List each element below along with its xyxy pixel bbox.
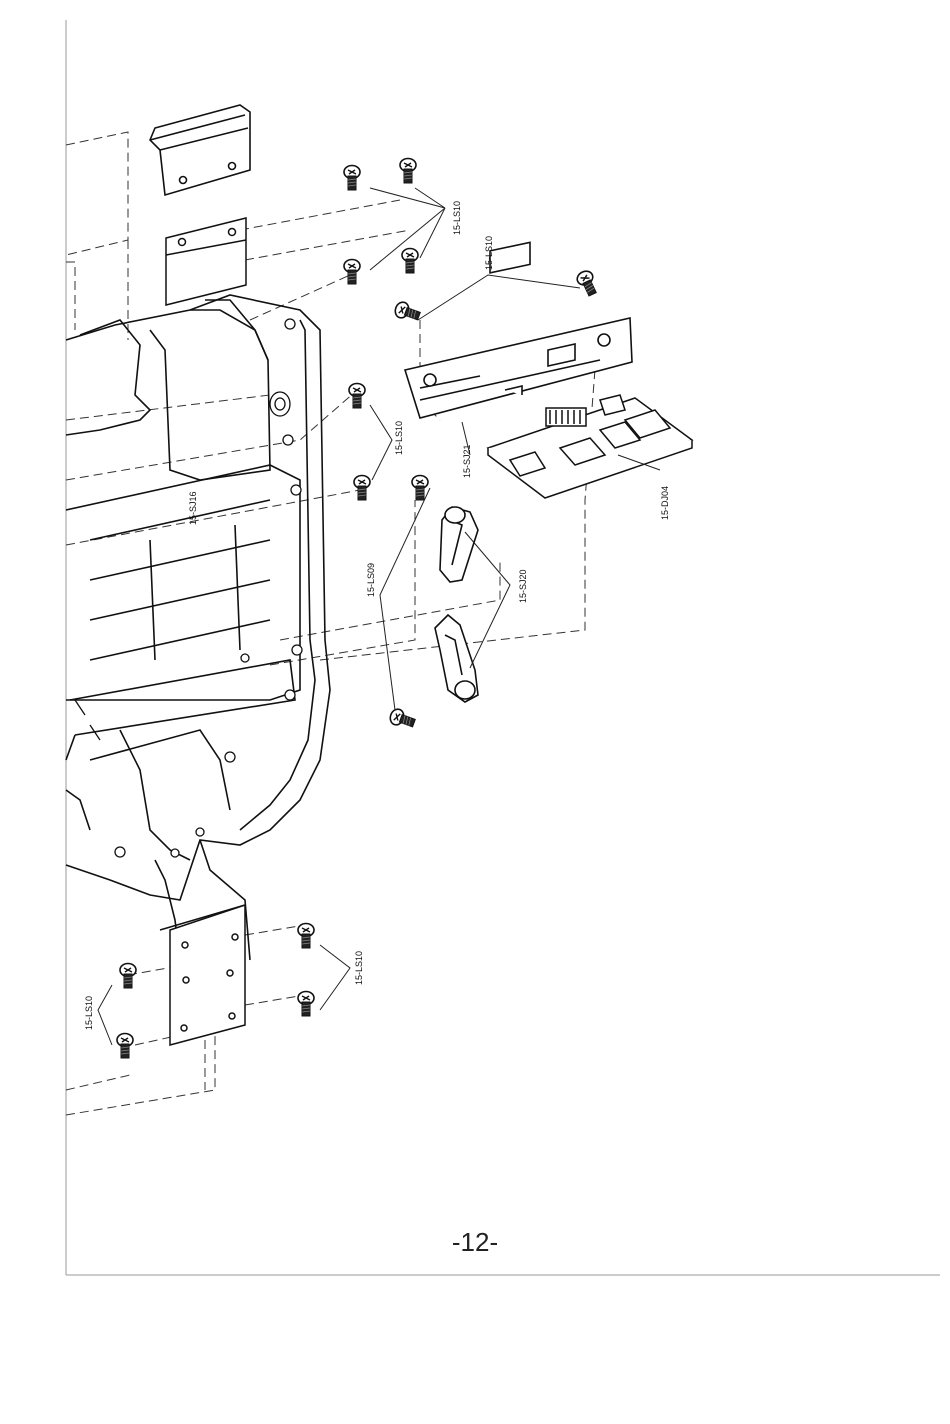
part-label-ls10-bottom-left: 15-LS10 [84, 996, 94, 1030]
top-bracket [150, 105, 250, 195]
part-label-ls10-bottom-right: 15-LS10 [354, 951, 364, 985]
bottom-bracket [170, 905, 245, 1045]
part-label-sj20: 15-SJ20 [518, 569, 528, 603]
part-label-ls09: 15-LS09 [366, 563, 376, 597]
part-label-ls10-bracket: 15-LS10 [484, 236, 494, 270]
page-number: -12- [0, 1227, 950, 1258]
callout-leaders [98, 188, 660, 1045]
part-label-dj04: 15-DJ04 [660, 486, 670, 520]
clip-upper-sj20 [440, 507, 478, 582]
part-label-sj16: 15-SJ16 [188, 491, 198, 525]
rear-panel-sj21 [405, 242, 632, 418]
circuit-board-dj04 [488, 395, 692, 498]
part-label-sj21: 15-SJ21 [462, 444, 472, 478]
main-chassis-frame [66, 295, 330, 960]
clip-lower-sj20 [435, 615, 478, 702]
part-label-ls10-mid: 15-LS10 [394, 421, 404, 455]
part-label-ls10-top: 15-LS10 [452, 201, 462, 235]
bracket-plate [166, 218, 246, 305]
